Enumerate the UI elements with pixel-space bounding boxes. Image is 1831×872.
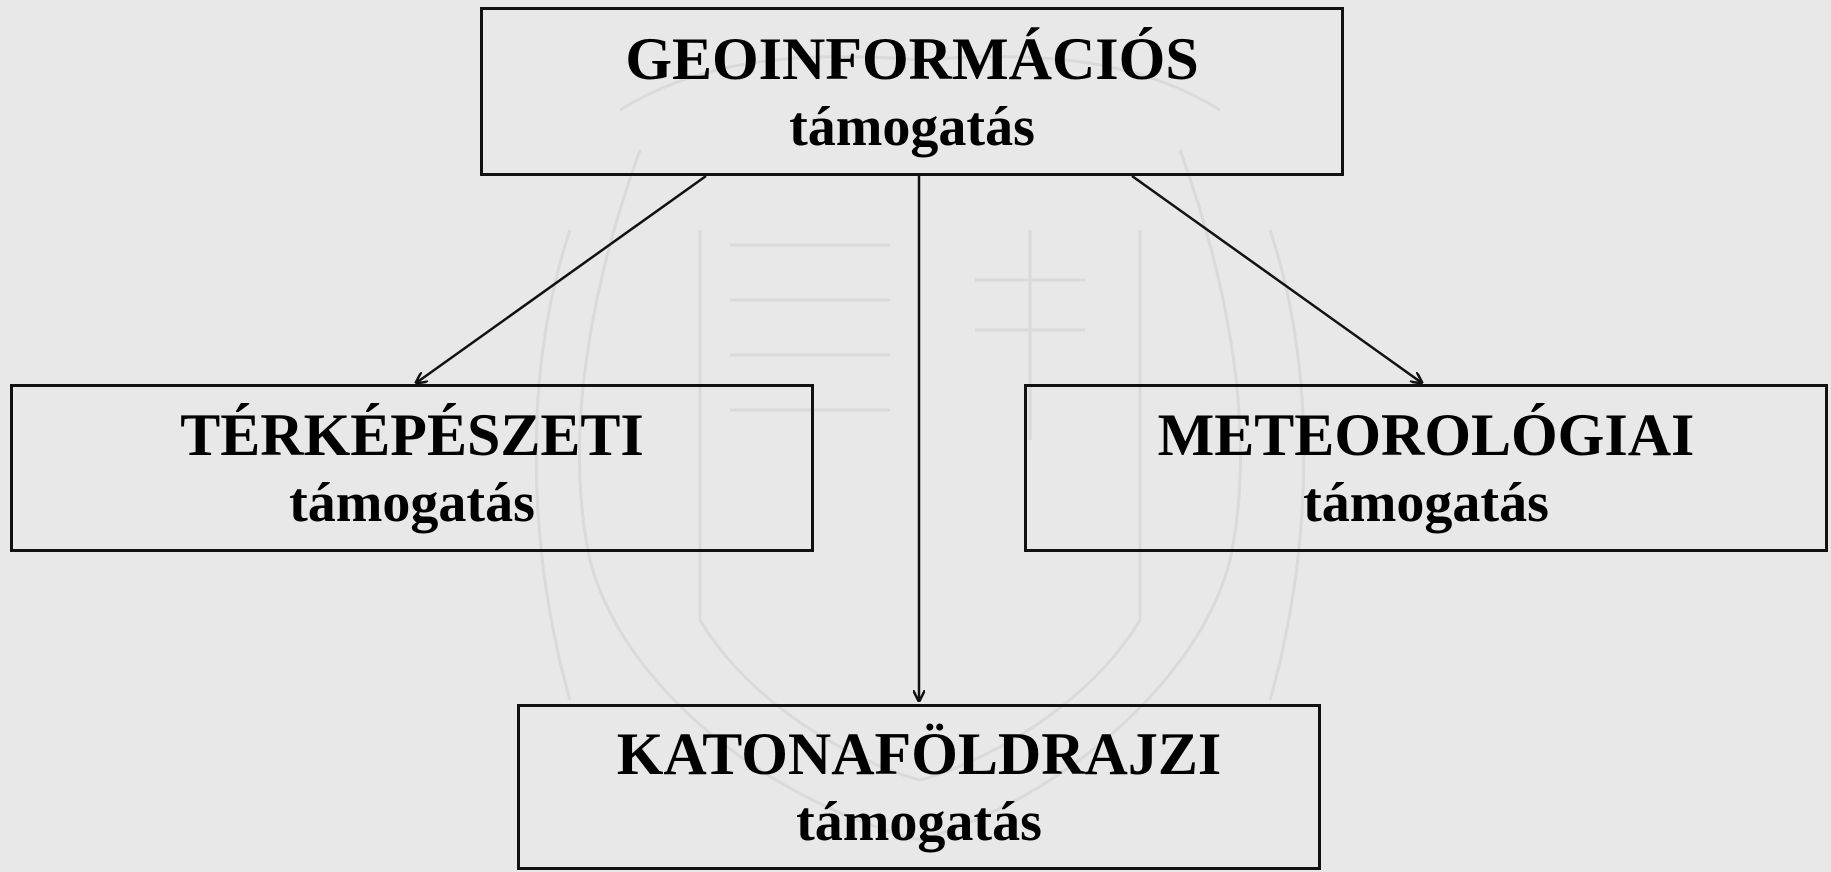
node-subtitle: támogatás (289, 472, 535, 534)
node-title: KATONAFÖLDRAJZI (616, 721, 1222, 787)
arrow-root-to-right (1131, 174, 1422, 383)
node-title: METEOROLÓGIAI (1157, 402, 1695, 468)
node-title: TÉRKÉPÉSZETI (180, 402, 644, 468)
arrow-root-to-left (416, 174, 707, 383)
node-subtitle: támogatás (789, 95, 1035, 158)
node-title: GEOINFORMÁCIÓS (625, 25, 1199, 92)
node-terkepeszeti: TÉRKÉPÉSZETI támogatás (10, 384, 814, 552)
node-subtitle: támogatás (796, 791, 1042, 853)
node-geoinformacios: GEOINFORMÁCIÓS támogatás (480, 7, 1344, 176)
node-meteorologiai: METEOROLÓGIAI támogatás (1024, 384, 1828, 552)
node-subtitle: támogatás (1303, 472, 1549, 534)
node-katonafoldrajzi: KATONAFÖLDRAJZI támogatás (517, 704, 1321, 870)
